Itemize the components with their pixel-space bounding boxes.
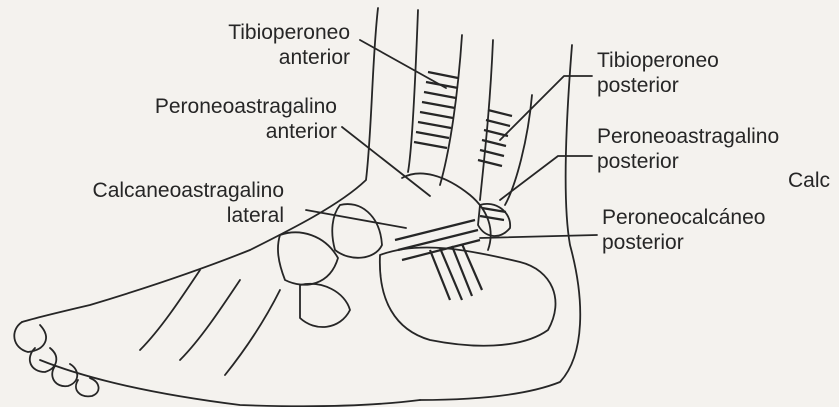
label-peroneocalcaneo-posterior: Peroneocalcáneo posterior [602,205,765,255]
leg-back-outline [420,45,580,400]
toe-3 [52,364,77,386]
label-line: Calc [788,168,830,193]
label-calcaneoastragalino-lateral: Calcaneoastragalino lateral [93,178,284,228]
tibia-line-front [408,10,418,172]
label-line: posterior [602,230,765,255]
cuneiform-bone [300,284,350,327]
label-line: lateral [93,203,284,228]
ligament-tibioperoneo-posterior [478,110,512,166]
label-line: Tibioperoneo [228,20,350,45]
toe-1 [14,322,46,352]
metatarsal-3 [225,290,280,375]
label-line: Peroneoastragalino [155,94,337,119]
leader-per-ast-post [500,156,592,200]
label-tibioperoneo-anterior: Tibioperoneo anterior [228,20,350,70]
label-line: posterior [597,149,779,174]
label-line: Peroneocalcáneo [602,205,765,230]
calcaneus-outline [380,247,556,345]
label-calc-cut: Calc [788,168,830,193]
label-line: posterior [597,73,719,98]
label-peroneoastragalino-posterior: Peroneoastragalino posterior [597,124,779,174]
tibia-line-back [440,35,462,185]
label-line: Tibioperoneo [597,48,719,73]
metatarsal-1 [140,270,200,350]
label-line: anterior [228,45,350,70]
toe-4 [76,378,99,396]
metatarsal-2 [180,280,240,360]
label-line: Calcaneoastragalino [93,178,284,203]
leader-tib-post [500,76,592,140]
label-line: Peroneoastragalino [597,124,779,149]
label-tibioperoneo-posterior: Tibioperoneo posterior [597,48,719,98]
cuboid-bone [278,232,338,284]
label-line: anterior [155,119,337,144]
foot-dorsum-outline [22,250,250,322]
navicular-bone [332,204,382,258]
leader-calc-ast-lat [306,210,406,228]
label-peroneoastragalino-anterior: Peroneoastragalino anterior [155,94,337,144]
leader-per-ast-ant [342,127,430,196]
